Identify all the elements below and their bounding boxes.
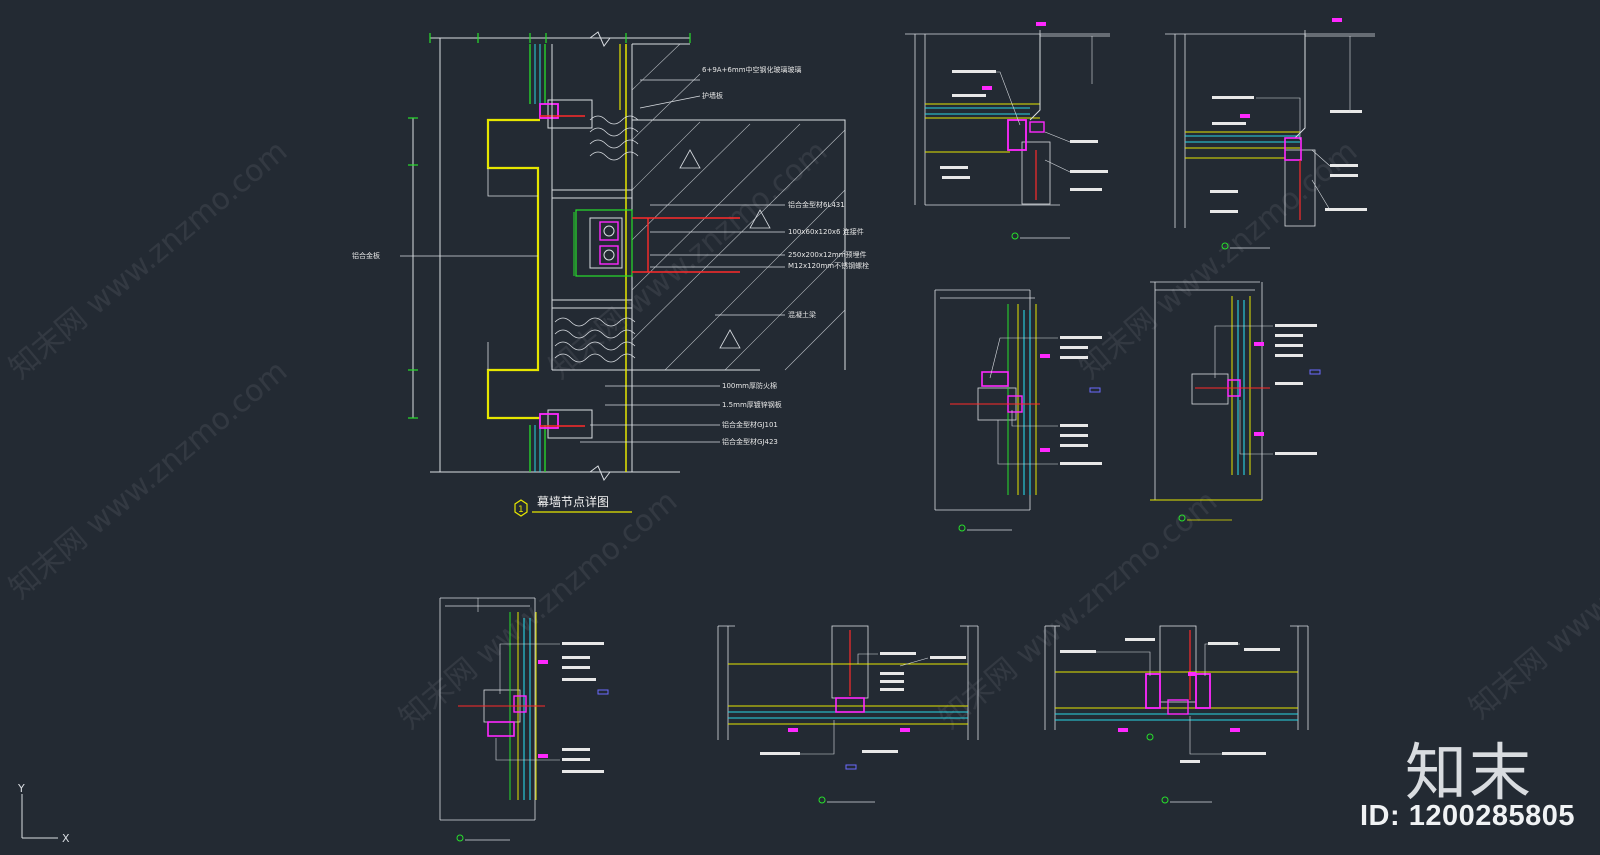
watermark-layer: 知末网 www.znzmo.com 知末网 www.znzmo.com 知末网 … (3, 134, 1600, 736)
main-detail-title: 1 幕墙节点详图 (514, 494, 632, 517)
detail-bottom-e[interactable] (439, 597, 609, 842)
label-connector: 100x60x120x6 连接件 (788, 227, 864, 236)
label-profile-2: 铝合金型材GJ101 (722, 420, 778, 429)
watermark-text: 知末网 www.znzmo.com (3, 354, 294, 606)
ucs-y-label: Y (17, 782, 25, 795)
label-glass: 6+9A+6mm中空钢化玻璃玻璃 (702, 65, 802, 74)
brand-logo: 知末 (1405, 736, 1534, 809)
detail-mid-d[interactable] (1150, 281, 1321, 522)
detail-top-b[interactable] (1165, 18, 1375, 250)
watermark-text: 知末网 www.znzmo.com (1073, 134, 1364, 386)
label-profile-1: 铝合金型材6L431 (788, 200, 845, 209)
watermark-text: 知末网 www.znzmo.com (933, 484, 1224, 736)
image-id-label: ID: 1200285805 (1360, 800, 1575, 832)
detail-number: 1 (518, 505, 524, 515)
label-frame: 铝合金板 (352, 251, 380, 260)
detail-bottom-g[interactable] (1044, 625, 1309, 804)
ucs-axis-icon: Y X (17, 782, 70, 845)
watermark-text: 知末网 www.znzmo.com (1463, 474, 1600, 726)
label-embed-plate: 250x200x12mm预埋件 (788, 250, 867, 259)
watermark-text: 知末网 www.znzmo.com (3, 134, 294, 386)
detail-top-a[interactable] (905, 22, 1110, 240)
detail-title: 幕墙节点详图 (537, 494, 609, 509)
label-steel-plate: 1.5mm厚镀锌钢板 (722, 400, 782, 409)
detail-bottom-f[interactable] (717, 625, 979, 804)
label-profile-3: 铝合金型材GJ423 (722, 437, 778, 446)
label-fireproof: 100mm厚防火棉 (722, 381, 777, 390)
watermark-text: 知末网 www.znzmo.com (393, 484, 684, 736)
main-detail[interactable]: 6+9A+6mm中空钢化玻璃玻璃 护墙板 铝合金板 铝合金型材6L431 100… (352, 31, 869, 517)
label-bolt: M12x120mm不锈钢螺栓 (788, 261, 869, 270)
ucs-x-label: X (62, 832, 70, 845)
watermark-text: 知末网 www.znzmo.com (543, 134, 834, 386)
detail-mid-c[interactable] (934, 289, 1102, 532)
label-concrete: 混凝土梁 (788, 310, 816, 319)
label-wall-board: 护墙板 (702, 91, 723, 100)
